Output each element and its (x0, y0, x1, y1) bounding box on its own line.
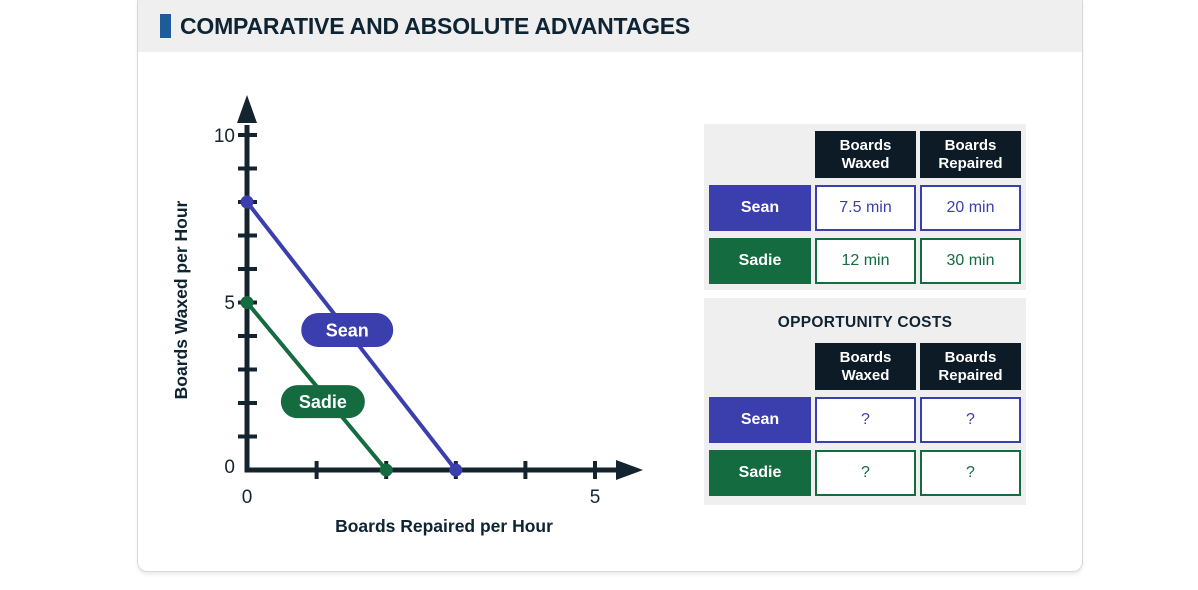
col-header-boards-waxed: Boards Waxed (815, 343, 916, 390)
x-axis-title: Boards Repaired per Hour (335, 516, 553, 536)
opportunity-costs-table: OPPORTUNITY COSTS Boards Waxed Boards Re… (704, 298, 1026, 505)
sadie-repaired-opportunity-cost-cell[interactable]: ? (920, 450, 1021, 496)
col-header-boards-repaired: Boards Repaired (920, 343, 1021, 390)
sadie-label-pill (280, 385, 365, 419)
sean-endpoint-dot (449, 463, 463, 477)
y-tick-label-10: 10 (214, 126, 235, 147)
section-header: COMPARATIVE AND ABSOLUTE ADVANTAGES (138, 0, 1082, 52)
sean-waxed-opportunity-cost-cell[interactable]: ? (815, 397, 916, 443)
y-axis-arrowhead-icon (237, 95, 257, 123)
sean-endpoint-dot (240, 195, 254, 209)
sadie-label-text: Sadie (299, 392, 347, 412)
sean-label-text: Sean (326, 320, 369, 340)
axis-ticks (238, 133, 597, 479)
y-tick-label-0: 0 (224, 457, 235, 478)
section-title: COMPARATIVE AND ABSOLUTE ADVANTAGES (180, 12, 691, 39)
col-header-boards-waxed: Boards Waxed (815, 131, 916, 178)
y-tick-label-5: 5 (224, 293, 235, 314)
x-tick-label-5: 5 (590, 487, 601, 508)
row-label-sean: Sean (709, 185, 811, 231)
ppf-chart: 10 5 0 0 5 Boards Waxed per Hour Boards … (171, 95, 643, 536)
x-axis-arrowhead-icon (616, 460, 643, 480)
sadie-endpoint-dot (240, 296, 254, 309)
row-label-sadie: Sadie (709, 238, 811, 284)
y-axis-title: Boards Waxed per Hour (171, 200, 191, 399)
table-corner-cell (709, 343, 811, 390)
opportunity-table-grid: Boards Waxed Boards Repaired Sean ? ? Sa… (704, 343, 1026, 502)
col-header-boards-repaired: Boards Repaired (920, 131, 1021, 178)
title-marker-bar (160, 14, 171, 38)
production-time-table: Boards Waxed Boards Repaired Sean 7.5 mi… (704, 124, 1026, 290)
table-corner-cell (709, 131, 811, 178)
sean-waxed-time-cell: 7.5 min (815, 185, 916, 231)
sadie-waxed-opportunity-cost-cell[interactable]: ? (815, 450, 916, 496)
lesson-card: COMPARATIVE AND ABSOLUTE ADVANTAGES 10 5… (137, 0, 1083, 572)
opportunity-costs-title: OPPORTUNITY COSTS (777, 313, 953, 331)
row-label-sadie: Sadie (709, 450, 811, 496)
time-table-grid: Boards Waxed Boards Repaired Sean 7.5 mi… (704, 124, 1026, 290)
sadie-endpoint-dot (379, 463, 393, 477)
sean-label-pill (301, 312, 394, 347)
sadie-repaired-time-cell: 30 min (920, 238, 1021, 284)
sadie-waxed-time-cell: 12 min (815, 238, 916, 284)
sean-repaired-opportunity-cost-cell[interactable]: ? (920, 397, 1021, 443)
row-label-sean: Sean (709, 397, 811, 443)
x-tick-label-0: 0 (242, 487, 253, 508)
sean-repaired-time-cell: 20 min (920, 185, 1021, 231)
